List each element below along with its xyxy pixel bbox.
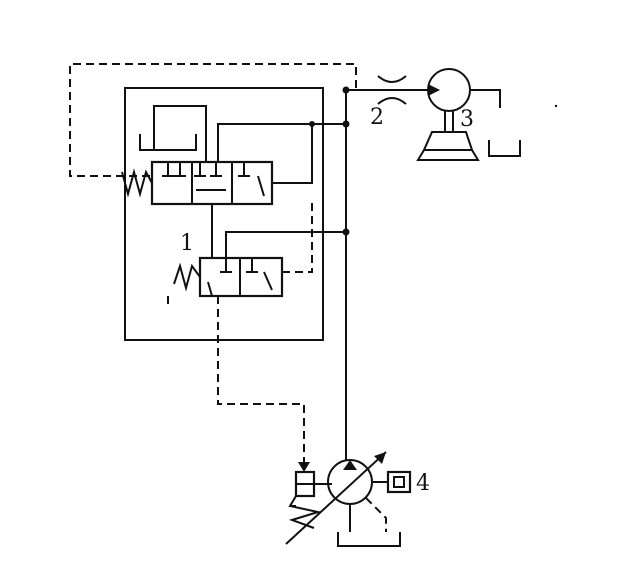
label-pump: 4 [416, 471, 430, 496]
valve-housing [124, 87, 324, 341]
upper-valve-tank [139, 105, 207, 162]
hydraulic-motor-symbol [416, 68, 521, 161]
stray-dot [554, 104, 558, 108]
pilot-line-to-relief [217, 296, 305, 468]
pilot-line-lower-right [282, 200, 313, 273]
upper-valve-supply [217, 123, 346, 162]
relief-valve-symbol [288, 470, 332, 529]
pilot-line-top [69, 63, 357, 177]
junction-top [342, 86, 350, 94]
upper-directional-valve [121, 124, 313, 206]
label-motor: 3 [460, 107, 474, 132]
throttle-symbol [377, 75, 407, 105]
lower-directional-valve [173, 256, 284, 298]
lower-valve-supply [225, 231, 346, 258]
pressure-line-main [345, 89, 428, 460]
label-valve: 1 [180, 231, 194, 256]
label-throttle: 2 [370, 105, 384, 130]
pilot-arrow [298, 462, 310, 472]
variable-pump-symbol [285, 451, 412, 547]
